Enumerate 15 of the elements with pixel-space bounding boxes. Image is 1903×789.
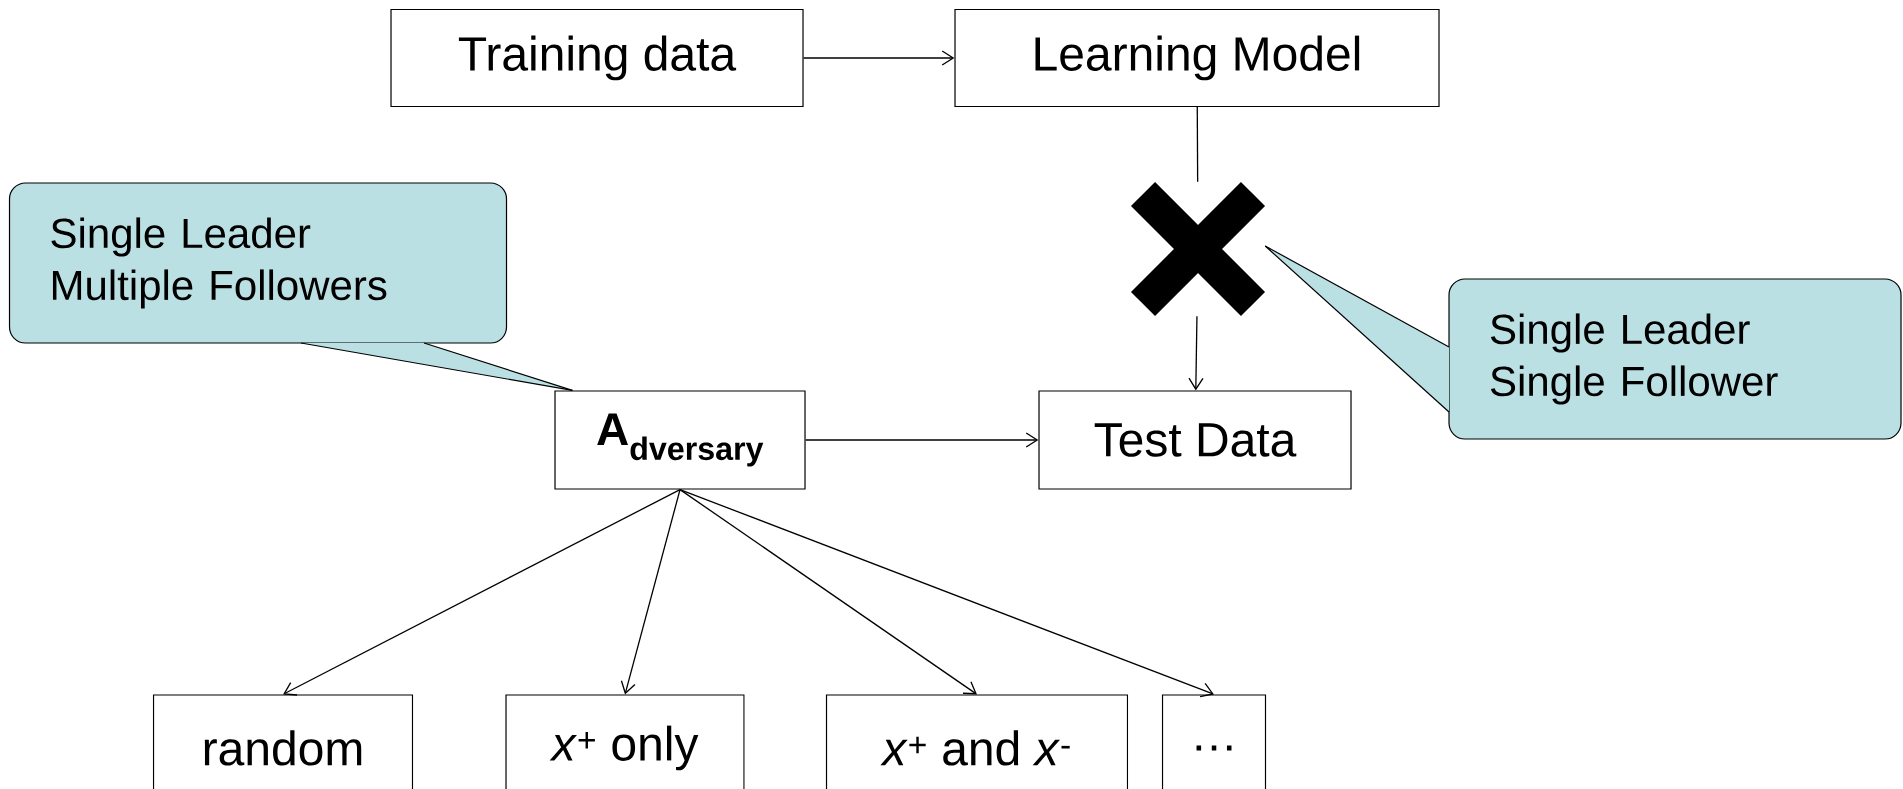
process-box: … bbox=[1161, 694, 1267, 789]
arrow bbox=[679, 488, 977, 695]
process-box: Test Data bbox=[1038, 390, 1352, 490]
process-box: x$^{+}$ and x$^{-}$ bbox=[825, 694, 1129, 789]
arrow bbox=[804, 432, 1039, 448]
arrow bbox=[802, 50, 955, 66]
arrow bbox=[620, 488, 681, 695]
arrow bbox=[1188, 315, 1204, 391]
process-box: Training data bbox=[390, 8, 804, 108]
process-box: x$^{+}$ only bbox=[505, 694, 745, 789]
process-box: A$_{dversary}$ bbox=[554, 390, 806, 490]
process-box: random bbox=[152, 694, 414, 789]
process-box: Learning Model bbox=[954, 8, 1440, 108]
arrow bbox=[283, 488, 681, 696]
arrow bbox=[679, 488, 1214, 698]
